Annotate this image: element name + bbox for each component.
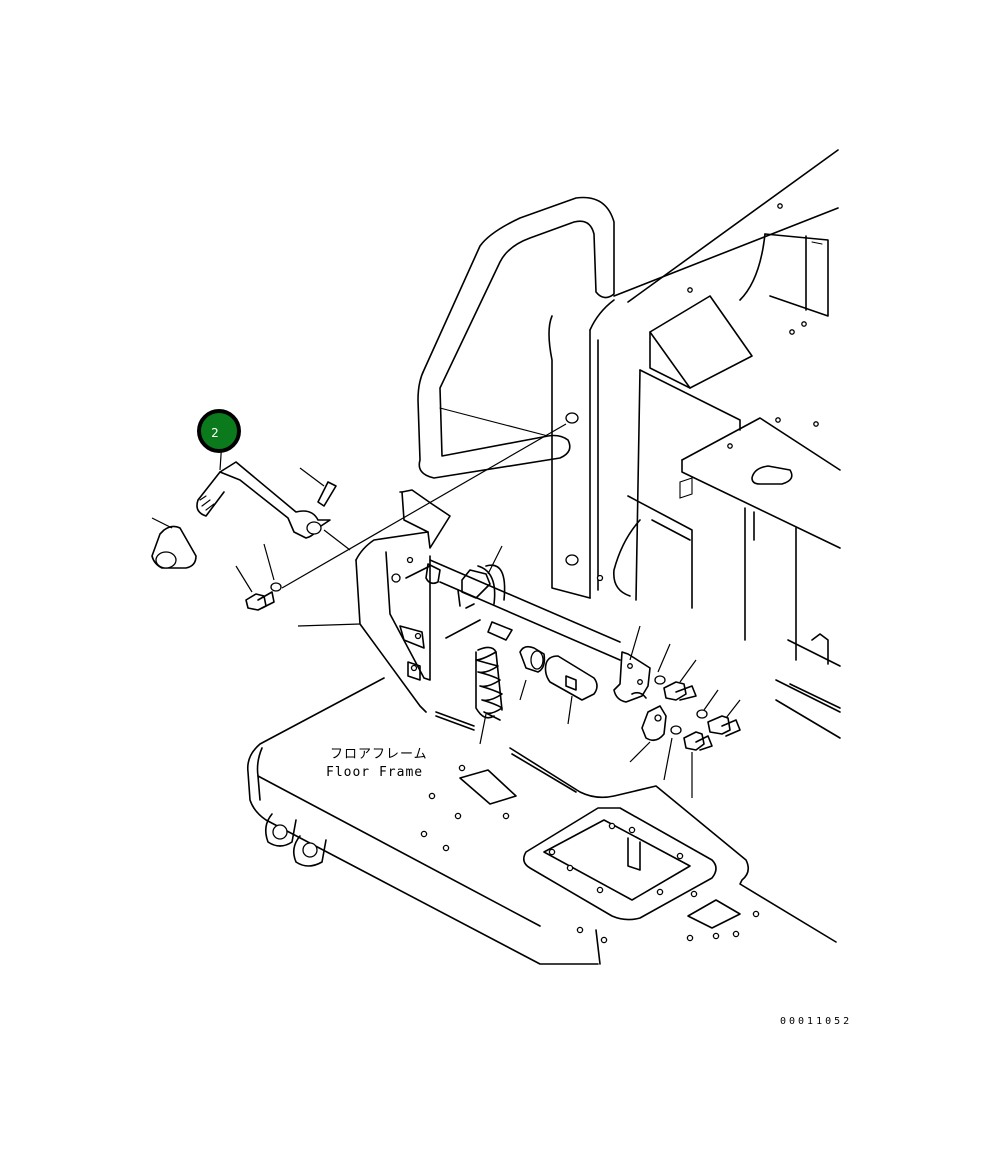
floor-frame [246,677,837,965]
floor-frame-label-jp: フロアフレーム [330,747,428,762]
floor-frame-label-en: Floor Frame [326,765,423,780]
grip-sleeve [151,525,197,569]
washer-3 [670,725,682,735]
washer-4 [270,582,282,592]
reference-number: 00011052 [780,1016,852,1027]
collar [544,655,598,701]
grab-handle [417,196,615,566]
callout-2[interactable]: 2 [197,409,241,453]
bolt-4 [245,591,275,611]
bolt-2 [707,715,741,737]
lever-bracket [613,651,651,703]
shaft [429,559,621,731]
bolt-1 [663,681,697,701]
cab-structure [548,149,841,739]
handle-rod [196,461,331,539]
bushing [519,645,546,673]
cotter-pin [317,481,337,507]
spring [475,646,503,721]
clip [641,705,667,742]
bracket-plate [355,489,451,713]
leader-lines [151,423,741,798]
switch-assembly [457,564,513,641]
bolt-3 [683,731,713,751]
washer-2 [696,709,708,719]
washer-1 [654,675,666,685]
